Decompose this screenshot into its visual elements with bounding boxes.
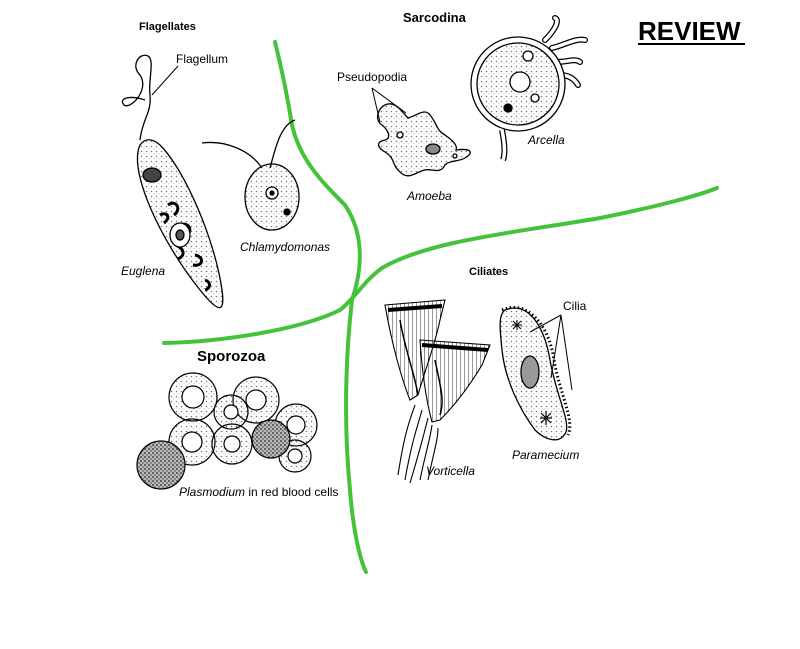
label-plasmodium-name: Plasmodium (179, 485, 246, 499)
label-chlamydomonas: Chlamydomonas (240, 240, 331, 254)
group-label-ciliates: Ciliates (469, 266, 509, 278)
flagellum-pointer-line (151, 65, 179, 96)
group-label-sporozoa: Sporozoa (197, 348, 266, 365)
label-cilia: Cilia (563, 299, 587, 313)
label-amoeba: Amoeba (407, 189, 452, 203)
label-plasmodium: Plasmodium in red blood cells (179, 486, 338, 498)
paramecium-illustration (499, 306, 572, 441)
label-plasmodium-rest: in red blood cells (245, 485, 339, 499)
label-pseudopodia: Pseudopodia (337, 70, 408, 84)
label-flagellum: Flagellum (176, 52, 229, 66)
vorticella-illustration (384, 299, 491, 484)
label-vorticella: Vorticella (426, 464, 475, 478)
group-label-flagellates: Flagellates (139, 21, 196, 33)
label-arcella: Arcella (528, 133, 565, 147)
cilia-pointer-lines (529, 314, 573, 391)
amoeba-illustration (376, 103, 471, 177)
label-euglena: Euglena (121, 264, 166, 278)
arcella-illustration (470, 15, 588, 162)
chlamydomonas-illustration (201, 119, 300, 231)
page-title: REVIEW (638, 16, 741, 46)
label-paramecium: Paramecium (512, 448, 580, 462)
pseudopodia-pointer-lines (371, 87, 407, 123)
red-blood-cells-illustration (136, 372, 318, 490)
group-label-sarcodina: Sarcodina (403, 10, 466, 25)
green-divider-lines (162, 40, 719, 574)
euglena-illustration (121, 54, 224, 309)
